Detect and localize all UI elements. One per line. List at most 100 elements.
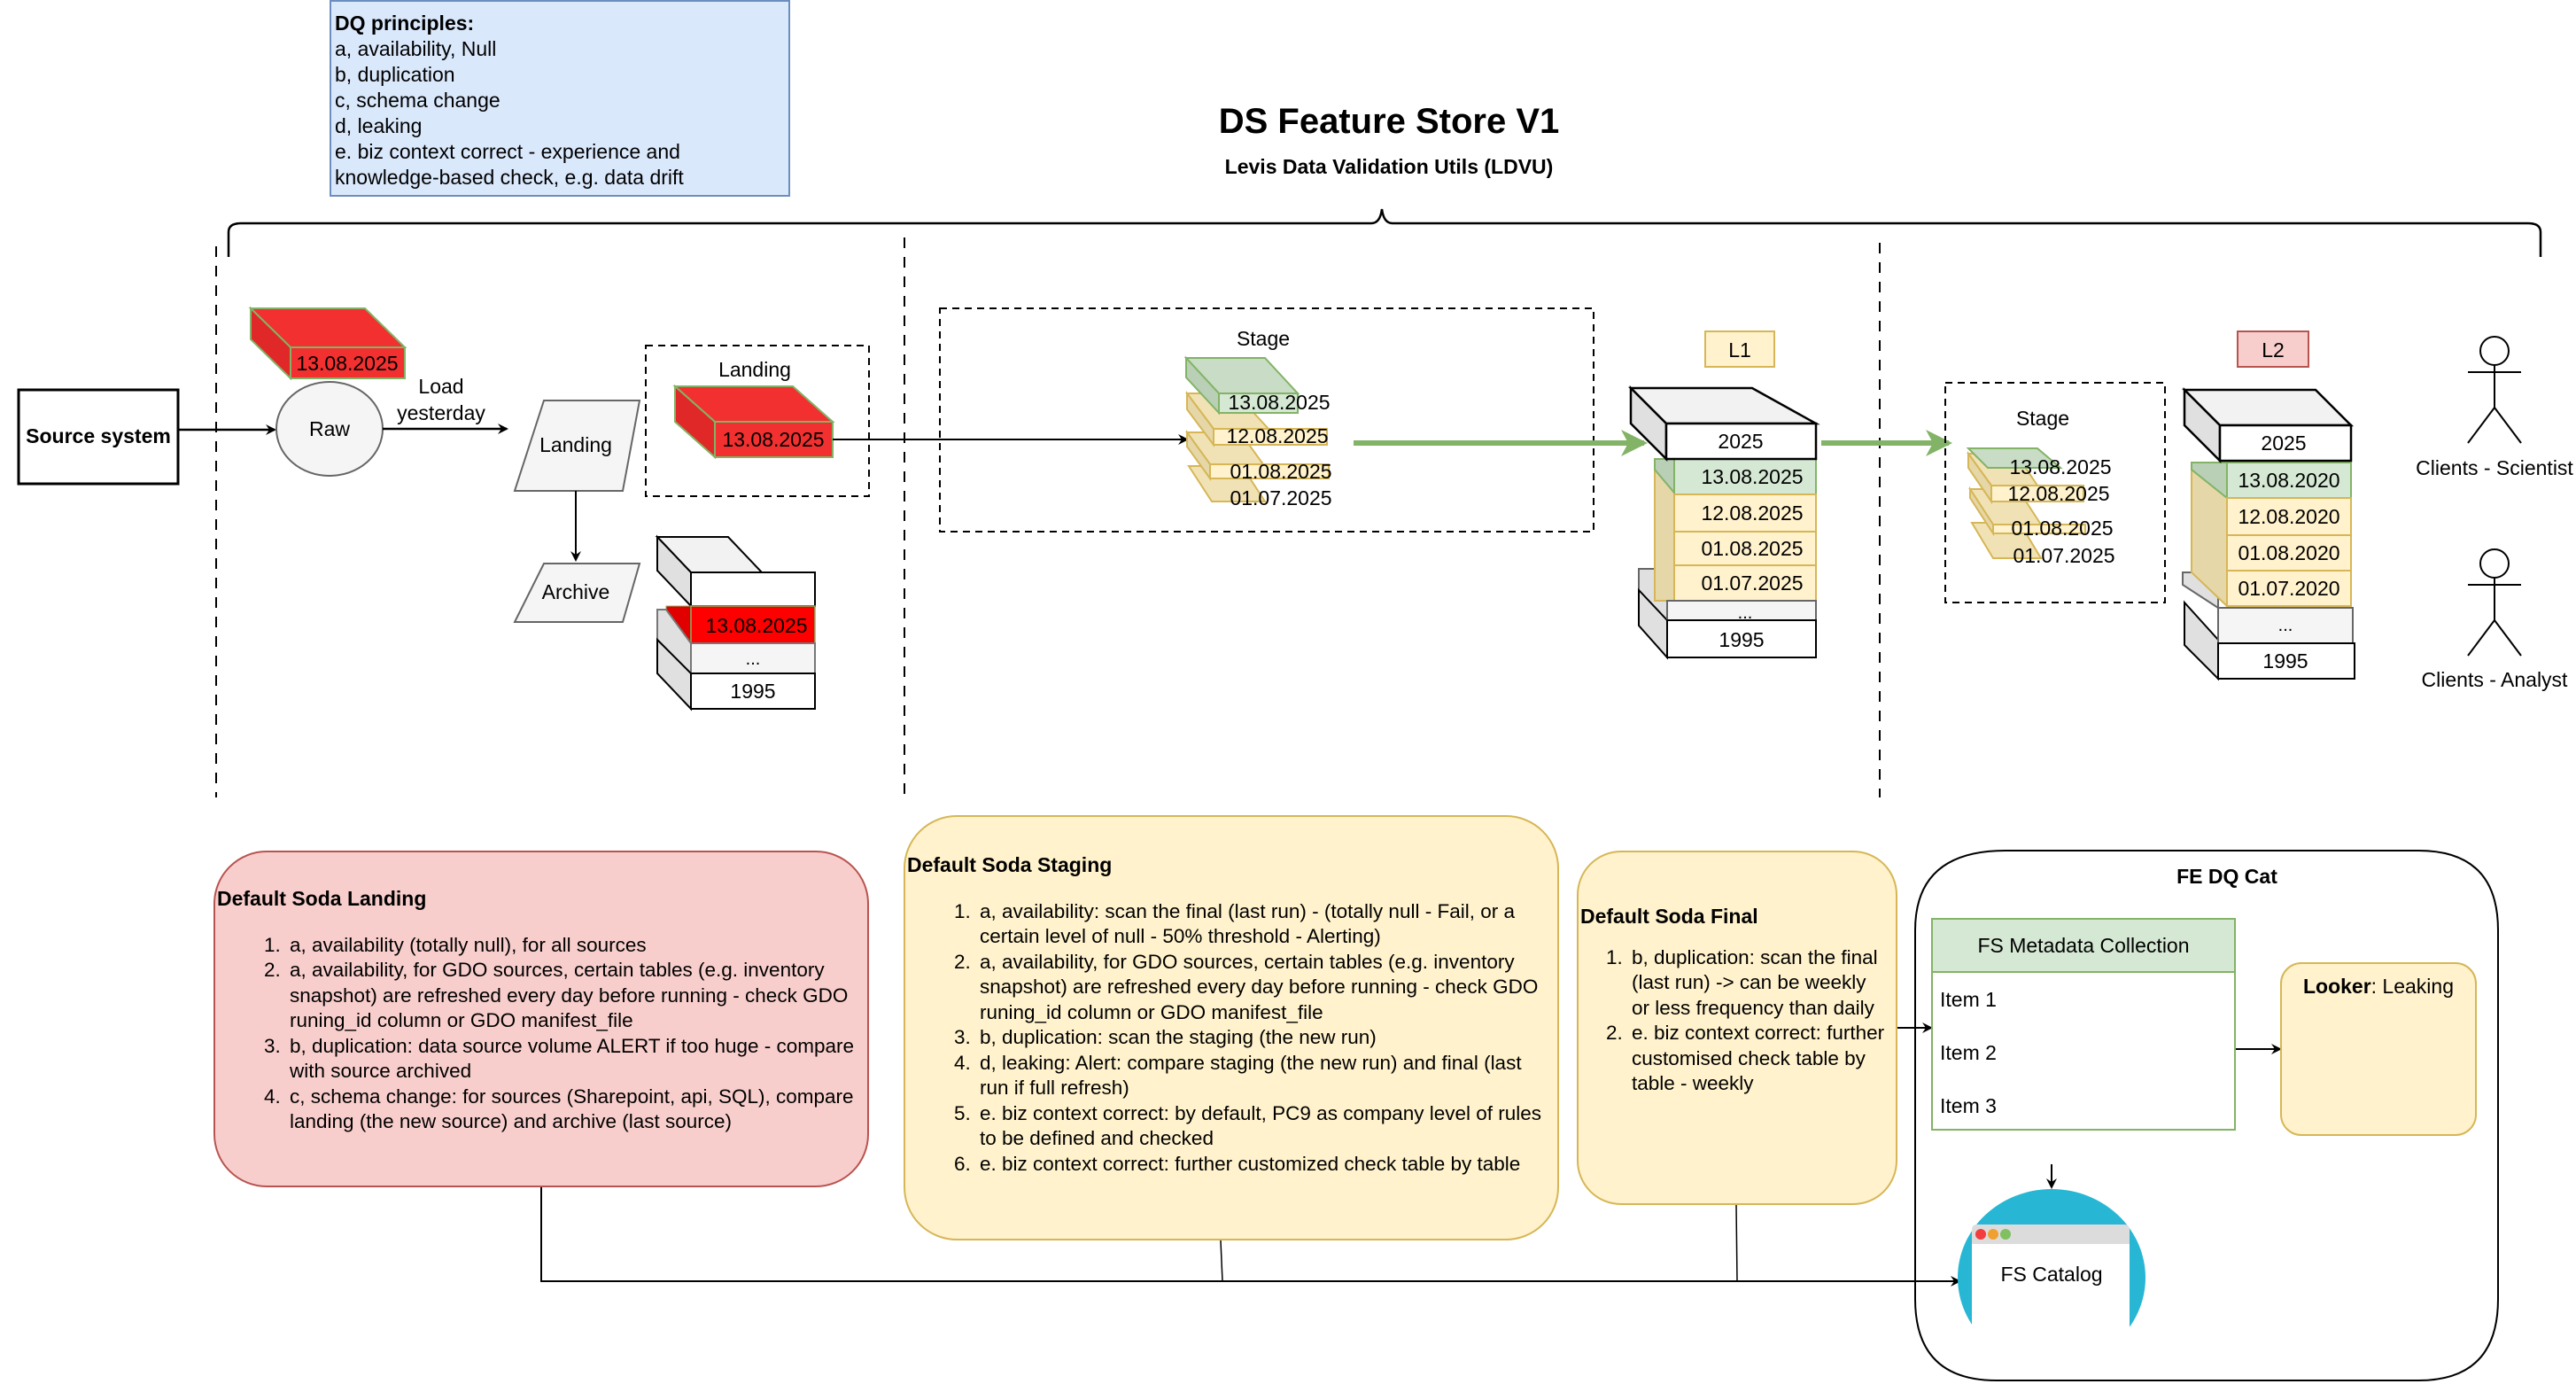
final-rules-box[interactable]: Default Soda Final b, duplication: scan … <box>1577 851 1897 1205</box>
landing-process-label: Landing <box>539 433 612 456</box>
rule-item: b, duplication: scan the final (last run… <box>1628 945 1889 1022</box>
edge-staging-rules-bus <box>1220 1240 1223 1282</box>
client-scientist-label: Clients - Scientist <box>2416 456 2573 479</box>
fs-catalog-node[interactable]: FS Catalog <box>1958 1189 2145 1368</box>
archive-bottom-label: 1995 <box>730 680 775 703</box>
landing-file-block[interactable]: 13.08.2025 <box>672 384 835 460</box>
fe-dq-cat-title: FE DQ Cat <box>2176 865 2277 888</box>
edge-label-load: Load <box>418 375 463 398</box>
l1-top-label: 2025 <box>1718 430 1763 453</box>
rule-item: e. biz context correct: further customiz… <box>976 1152 1548 1178</box>
dq-principle-item: e. biz context correct - experience and <box>335 140 680 163</box>
rule-item: d, leaking: Alert: compare staging (the … <box>976 1051 1548 1101</box>
raw-file-block[interactable]: 13.08.2025 <box>248 306 407 381</box>
l2-ellipsis: ... <box>2278 616 2293 635</box>
stage-l2-partition-1: 13.08.2025 <box>2009 455 2111 478</box>
l1-badge: L1 <box>1704 330 1775 368</box>
l2-stack[interactable]: 13.08.2020 12.08.2020 01.08.2020 01.07.2… <box>2181 386 2355 681</box>
l2-row-3: 01.08.2020 <box>2238 541 2339 564</box>
stage-l2-group <box>1944 382 2166 603</box>
l2-badge: L2 <box>2237 330 2309 368</box>
rule-item: b, duplication: data source volume ALERT… <box>286 1034 858 1085</box>
archive-ellipsis: ... <box>746 649 761 669</box>
diagram-subtitle: Levis Data Validation Utils (LDVU) <box>1225 155 1554 178</box>
stage-l1-partition-1: 13.08.2025 <box>1228 391 1330 414</box>
rule-item: e. biz context correct: further customis… <box>1628 1021 1889 1097</box>
l1-badge-label: L1 <box>1728 338 1751 362</box>
rule-item: a, availability, for GDO sources, certai… <box>286 958 858 1034</box>
landing-file-date: 13.08.2025 <box>722 428 824 451</box>
source-system-label: Source system <box>26 424 171 447</box>
dq-principle-item: c, schema change <box>335 89 500 112</box>
dq-principle-item: b, duplication <box>335 63 455 86</box>
archive-stack[interactable]: 2025 13.08.2025 ... 1995 <box>655 534 816 711</box>
final-rules-list: b, duplication: scan the final (last run… <box>1579 945 1889 1097</box>
landing-rules-list: a, availability (totally null), for all … <box>215 933 858 1135</box>
fs-catalog-label: FS Catalog <box>2000 1263 2102 1286</box>
metadata-item[interactable]: Item 3 <box>1940 1094 1997 1117</box>
archive-process-node[interactable]: Archive <box>513 563 641 623</box>
stage-l1-partitions[interactable]: 01.07.2025 01.08.2025 12.08.2025 13.08.2… <box>1183 355 1332 509</box>
diagram-title: DS Feature Store V1 <box>1219 102 1560 141</box>
l2-bottom-label: 1995 <box>2262 649 2308 673</box>
client-analyst-label: Clients - Analyst <box>2422 668 2569 691</box>
rule-item: e. biz context correct: by default, PC9 … <box>976 1101 1548 1152</box>
stage-l1-label: Stage <box>1237 327 1290 350</box>
edge-landing-rules-catalog <box>540 1187 1961 1287</box>
l1-row-3: 01.08.2025 <box>1701 537 1803 560</box>
client-scientist-actor[interactable]: Clients - Scientist <box>2416 336 2573 479</box>
l1-row-1: 13.08.2025 <box>1701 465 1803 488</box>
l2-badge-label: L2 <box>2262 338 2285 362</box>
stage-l1-partition-3: 01.08.2025 <box>1230 460 1331 483</box>
stage-l2-partition-3: 01.08.2025 <box>2011 517 2113 540</box>
l1-row-2: 12.08.2025 <box>1701 502 1803 525</box>
user-icon <box>2467 336 2522 444</box>
rule-item: c, schema change: for sources (Sharepoin… <box>286 1085 858 1135</box>
staging-rules-list: a, availability: scan the final (last ru… <box>905 899 1548 1178</box>
rule-item: b, duplication: scan the staging (the ne… <box>976 1025 1548 1051</box>
archive-process-label: Archive <box>542 580 610 603</box>
dq-principles-note: DQ principles: a, availability, Null b, … <box>330 0 790 197</box>
stage-l1-partition-2: 12.08.2025 <box>1226 424 1328 447</box>
scope-brace <box>227 208 2542 257</box>
metadata-item[interactable]: Item 1 <box>1940 988 1997 1011</box>
source-system-node[interactable]: Source system <box>17 388 180 486</box>
landing-group <box>645 345 870 497</box>
looker-label-bold: Looker <box>2302 975 2371 998</box>
l1-ellipsis: ... <box>1738 603 1753 623</box>
stage-l1-partition-4: 01.07.2025 <box>1230 486 1331 509</box>
l2-top-label: 2025 <box>2261 432 2306 455</box>
edge-final-rules-bus <box>1735 1204 1738 1282</box>
landing-rules-box[interactable]: Default Soda Landing a, availability (to… <box>213 851 869 1187</box>
edge-label-yesterday: yesterday <box>397 401 485 424</box>
raw-file-date: 13.08.2025 <box>296 352 398 375</box>
l1-stack[interactable]: 13.08.2025 12.08.2025 01.08.2025 01.07.2… <box>1627 385 1820 660</box>
fs-metadata-collection[interactable]: FS Metadata Collection Item 1 Item 2 Ite… <box>1931 918 2236 1131</box>
raw-node[interactable]: Raw <box>275 381 384 477</box>
dq-principles-heading: DQ principles: <box>335 12 475 35</box>
archive-latest-date: 13.08.2025 <box>705 614 807 637</box>
looker-leaking-node[interactable]: Looker: Leaking <box>2280 962 2477 1136</box>
landing-process-node[interactable]: Landing <box>513 400 641 492</box>
staging-rules-title: Default Soda Staging <box>907 853 1113 876</box>
rule-item: a, availability, for GDO sources, certai… <box>976 950 1548 1026</box>
final-rules-title: Default Soda Final <box>1580 905 1758 928</box>
staging-rules-box[interactable]: Default Soda Staging a, availability: sc… <box>904 815 1559 1240</box>
client-analyst-actor[interactable]: Clients - Analyst <box>2422 548 2569 691</box>
l2-row-4: 01.07.2020 <box>2238 577 2339 600</box>
stage-l2-partitions[interactable]: 01.07.2025 01.08.2025 12.08.2025 13.08.2… <box>1966 447 2115 567</box>
stage-l1-group <box>939 307 1594 533</box>
stage-l2-partition-2: 12.08.2025 <box>2007 482 2109 505</box>
stage-l2-partition-4: 01.07.2025 <box>2013 544 2114 567</box>
looker-label-rest: : Leaking <box>2370 975 2455 998</box>
raw-label: Raw <box>309 417 350 440</box>
dq-principle-item: d, leaking <box>335 114 423 137</box>
stage-l2-label: Stage <box>2016 407 2069 430</box>
l1-row-4: 01.07.2025 <box>1701 571 1803 595</box>
metadata-collection-header: FS Metadata Collection <box>1933 920 2234 973</box>
l1-bottom-label: 1995 <box>1719 628 1764 651</box>
dq-principle-item: a, availability, Null <box>335 37 497 60</box>
metadata-item[interactable]: Item 2 <box>1940 1041 1997 1064</box>
rule-item: a, availability (totally null), for all … <box>286 933 858 959</box>
browser-window-icon <box>1972 1225 2130 1368</box>
